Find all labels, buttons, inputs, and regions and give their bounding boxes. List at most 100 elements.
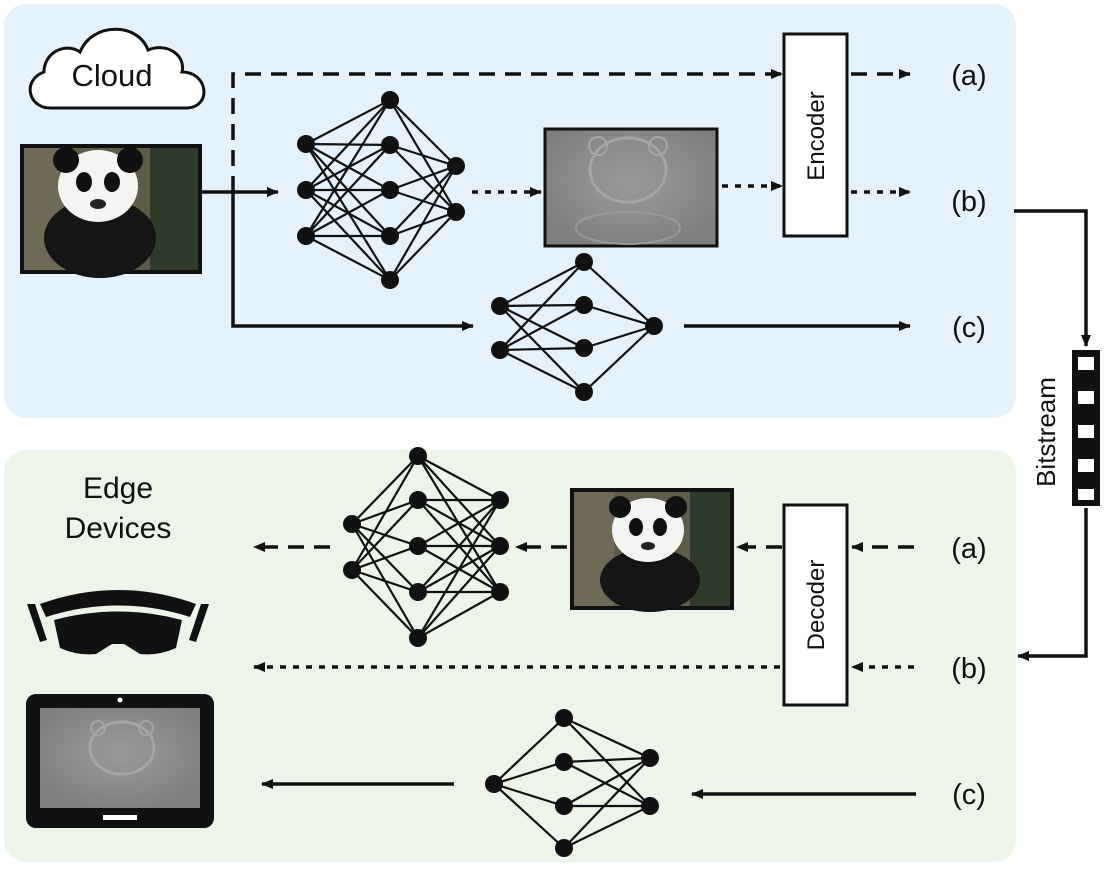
nn-node [447,203,465,221]
cloud-panel [4,4,1016,418]
edge-light-dnn [485,709,659,857]
nn-node [555,709,573,727]
nn-edge [389,165,457,237]
tablet-icon [26,694,214,828]
nn-node [575,383,593,401]
nn-edge [305,99,391,145]
nn-node [381,227,399,245]
nn-node [409,537,427,555]
nn-edge [563,805,651,849]
nn-edge [493,782,565,808]
nn-edge [305,189,391,237]
edge-path-a-label: (a) [951,533,986,565]
vr-headset-icon [27,590,209,655]
nn-edge [417,455,501,501]
nn-node [575,253,593,271]
nn-edge [493,717,565,785]
nn-edge [563,757,651,807]
input-solid-branch [231,192,474,331]
nn-edge [583,303,655,328]
nn-edge [305,99,391,237]
bitstream-icon [1072,350,1100,506]
decoder-label: Decoder [803,560,830,651]
nn-node [381,271,399,289]
nn-edge [583,324,655,350]
cloud-light-dnn [491,253,663,401]
cloud-label: Cloud [72,58,153,93]
nn-edge [583,261,655,327]
panda-photo [20,144,202,278]
nn-edge [389,143,457,168]
nn-node [297,135,315,153]
nn-edge [563,717,651,807]
nn-edge [305,99,391,191]
edge-panel [4,450,1016,862]
nn-edge [389,164,457,192]
nn-node [409,583,427,601]
edge-path-c-label: (c) [952,779,986,811]
nn-edge [351,455,419,525]
cloud-icon [28,27,206,110]
edge-path-b-label: (b) [951,653,986,685]
nn-node [491,537,509,555]
nn-node [555,839,573,857]
nn-node [447,157,465,175]
nn-edge [417,591,501,639]
nn-node [555,797,573,815]
nn-node [409,491,427,509]
nn-edge [305,235,391,281]
panda-feature-map [543,127,719,248]
nn-edge [563,756,651,764]
nn-edge [351,569,419,639]
cloud-main-dnn [297,91,465,289]
nn-node [555,753,573,771]
nn-edge [305,144,391,237]
nn-node [381,136,399,154]
bitstream-out-line [1017,508,1088,661]
nn-edge [351,544,419,572]
nn-edge [417,545,501,639]
cloud-path-c-label: (c) [952,312,986,344]
nn-node [641,749,659,767]
nn-edge [389,165,457,281]
nn-node [575,296,593,314]
nn-node [297,181,315,199]
nn-edge [499,346,585,352]
input-dashed-branch [231,69,783,192]
nn-node [409,447,427,465]
nn-node [491,583,509,601]
reconstructed-panda-photo [570,488,734,612]
nn-edge [499,261,585,351]
nn-edge [499,304,585,351]
nn-node [343,561,361,579]
edge-label-line2: Devices [65,512,172,545]
nn-edge [417,499,501,547]
nn-node [343,515,361,533]
encoder-label: Encoder [803,91,830,180]
nn-edge [499,349,585,393]
nn-edge [493,783,565,849]
nn-node [641,797,659,815]
nn-node [297,227,315,245]
edge-label-line1: Edge [83,472,153,505]
edge-main-dnn [343,447,509,647]
nn-edge [351,568,419,594]
nn-edge [417,499,501,593]
nn-node [491,297,509,315]
nn-node [409,629,427,647]
bitstream-in-line [1014,209,1091,347]
nn-edge [563,761,651,807]
nn-node [491,341,509,359]
cloud-path-a-label: (a) [951,60,986,92]
decoder-box [782,503,849,707]
nn-node [491,491,509,509]
nn-edge [389,211,457,281]
nn-node [485,775,503,793]
nn-edge [563,717,651,759]
nn-edge [351,455,419,571]
nn-node [381,91,399,109]
nn-edge [417,499,501,639]
nn-edge [563,757,651,849]
